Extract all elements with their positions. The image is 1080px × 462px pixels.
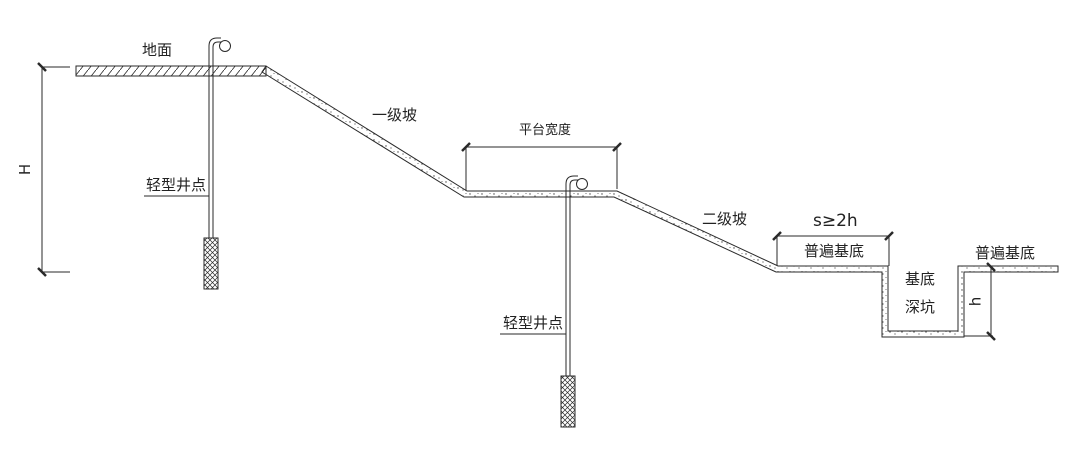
height-h-label: h [966, 296, 985, 307]
slope-profile [261, 65, 1059, 338]
height-H-label: H [16, 163, 35, 176]
pit-label-line1: 基底 [905, 270, 936, 288]
well-point-2 [500, 175, 588, 428]
well-point-1 [144, 37, 231, 290]
platform-width-dimension [461, 142, 622, 191]
pit-depth-h-dimension [964, 262, 996, 341]
base-left-label: 普遍基底 [804, 242, 865, 260]
platform-width-label: 平台宽度 [519, 123, 572, 138]
slope1-label: 一级坡 [372, 106, 418, 124]
height-H-dimension [37, 62, 70, 277]
spacing-dimension [772, 231, 894, 266]
spacing-rule-label: s≥2h [813, 211, 858, 231]
base-right-label: 普遍基底 [975, 244, 1036, 262]
slope2-label: 二级坡 [702, 210, 748, 228]
ground-surface-slab [75, 65, 267, 77]
pit-label-line2: 深坑 [905, 298, 936, 316]
ground-label: 地面 [142, 41, 173, 59]
well-point-2-label: 轻型井点 [503, 314, 564, 332]
well-point-1-label: 轻型井点 [146, 176, 207, 194]
